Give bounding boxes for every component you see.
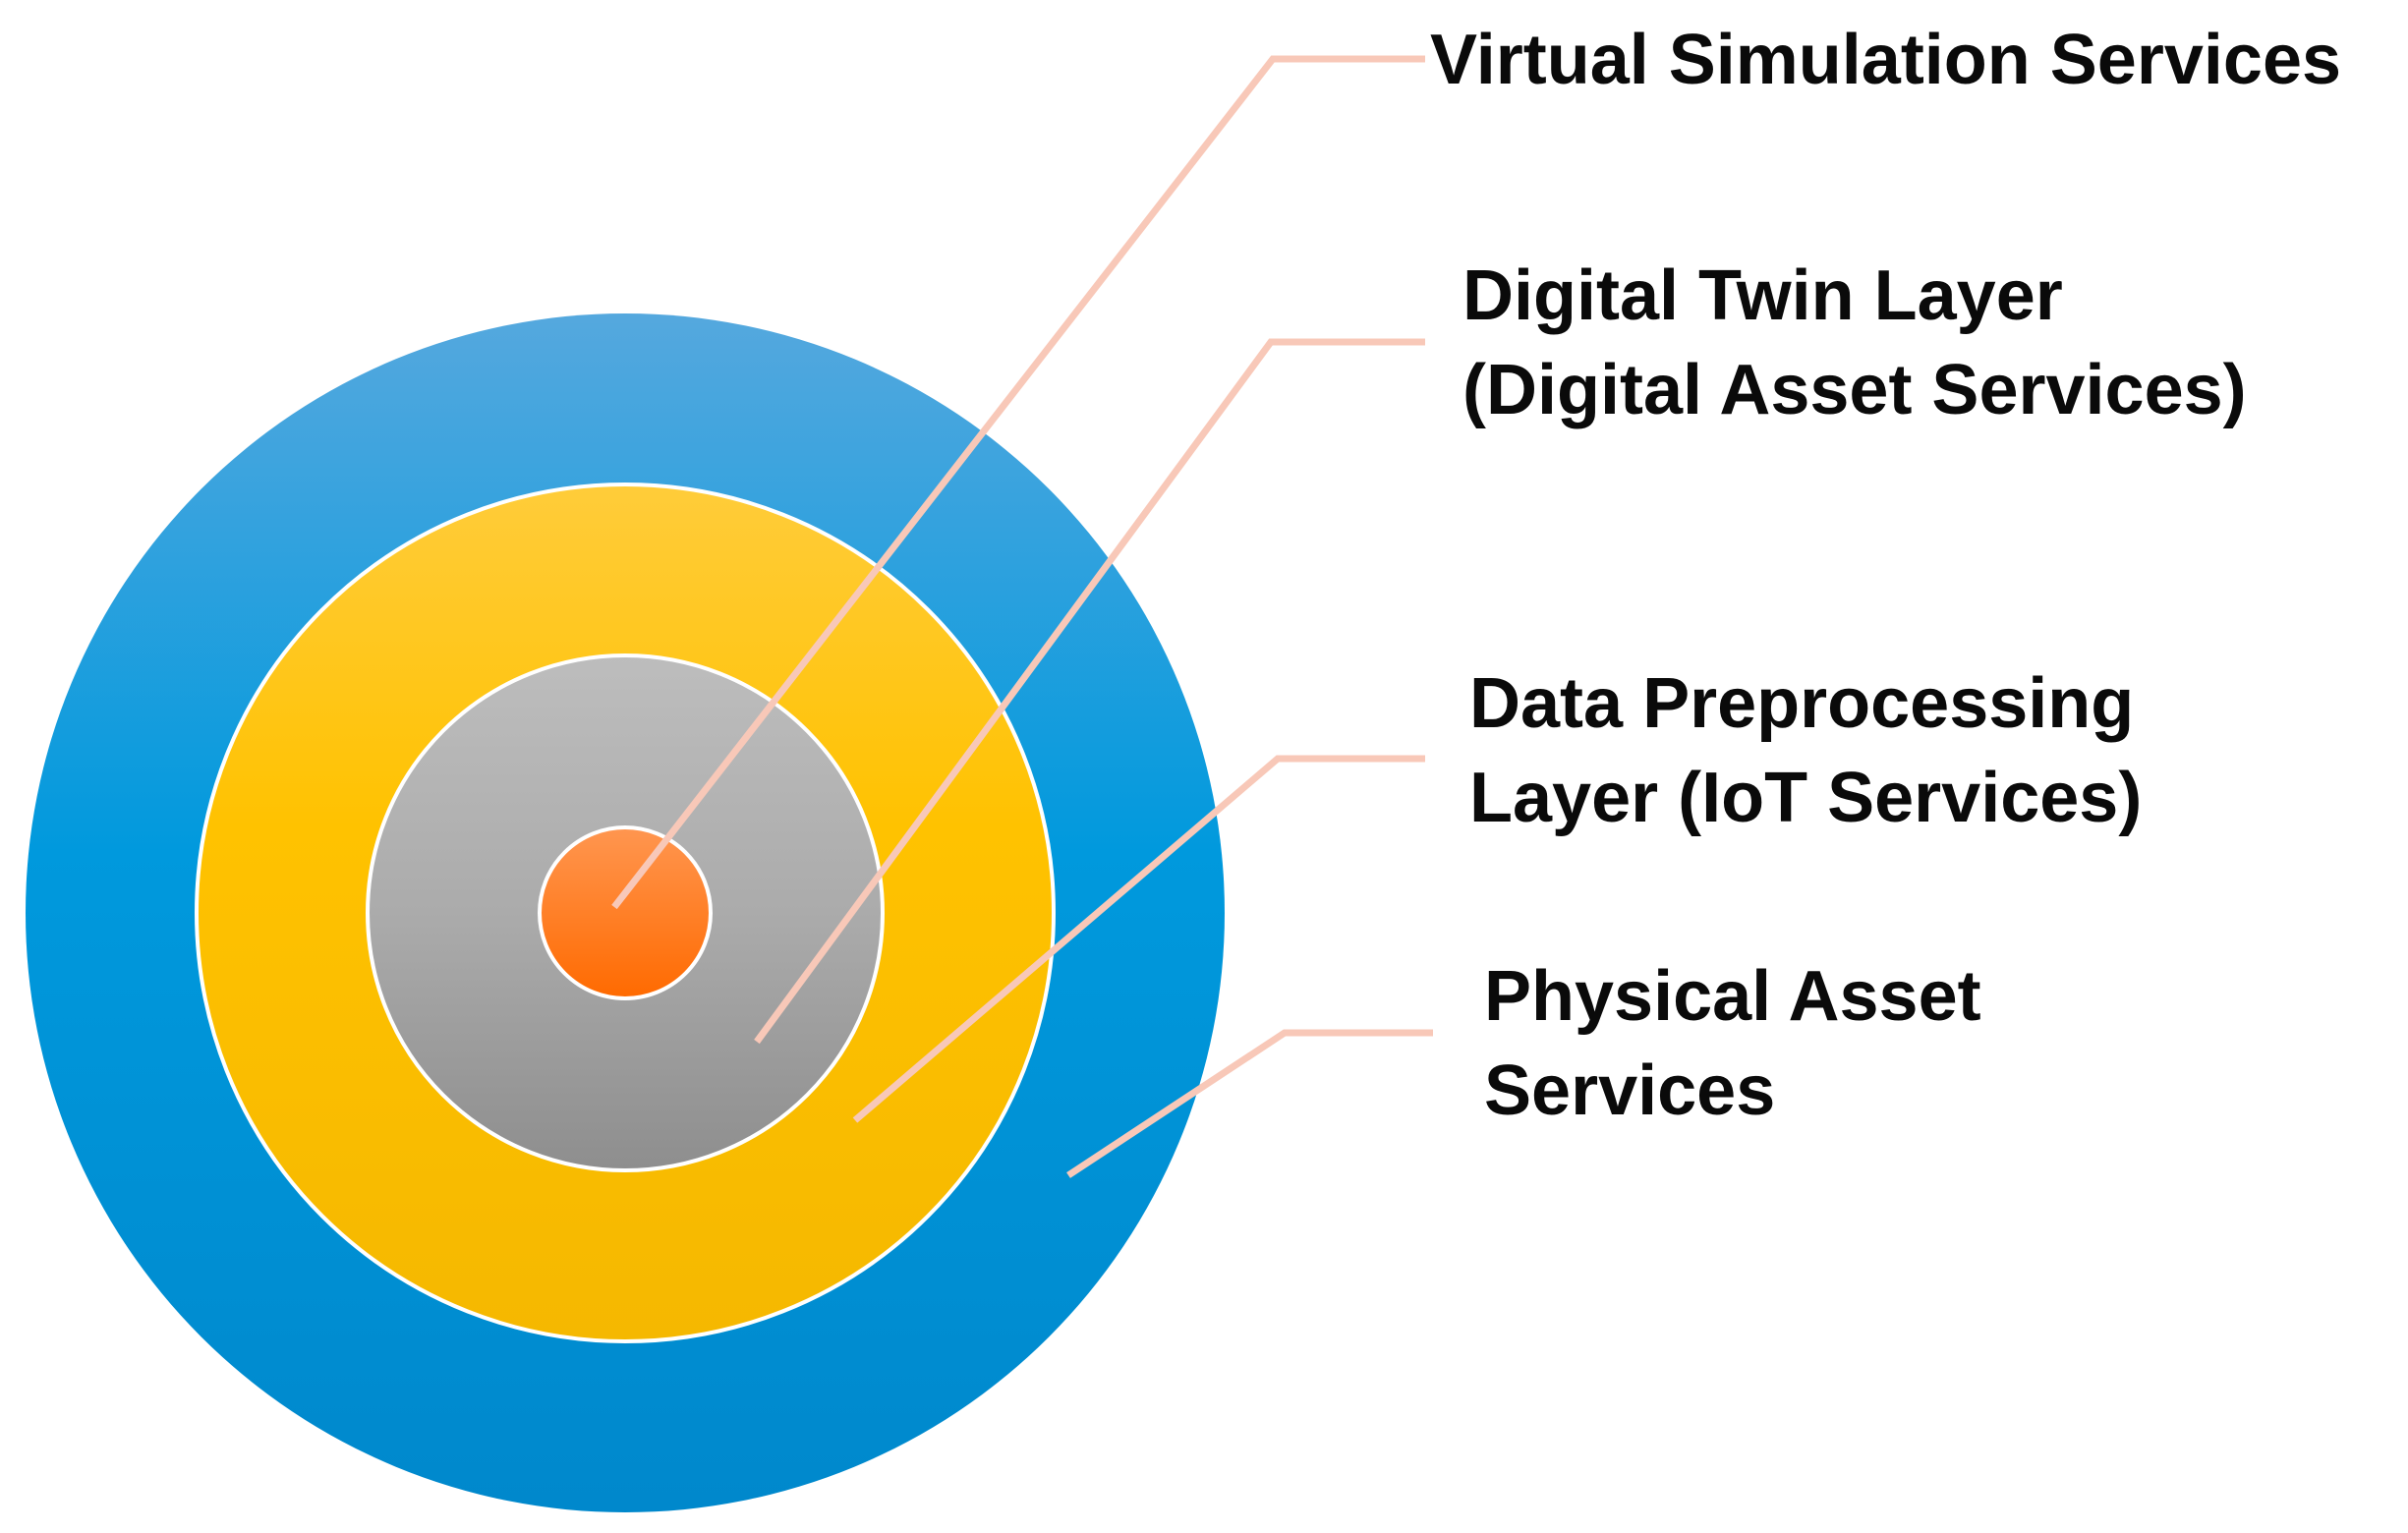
leader-lines	[611, 55, 1433, 1178]
leader-line-virtual-simulation	[611, 55, 1425, 910]
label-data-preprocessing-layer: Data Preprocessing Layer (IoT Services)	[1469, 664, 2153, 837]
label-virtual-simulation-services: Virtual Simulation Services	[1430, 21, 2341, 99]
leader-line-physical-asset	[1066, 1029, 1433, 1178]
leader-line-data-preprocessing	[852, 755, 1425, 1123]
leader-line-digital-twin	[754, 338, 1425, 1045]
label-physical-asset-services: Physical Asset Services	[1484, 957, 2001, 1130]
label-digital-twin-layer: Digital Twin Layer (Digital Asset Servic…	[1462, 256, 2247, 429]
ring-virtual-simulation-services	[538, 825, 713, 1000]
layer-labels: Virtual Simulation Services Digital Twin…	[1430, 21, 2341, 1130]
concentric-rings	[26, 313, 1225, 1512]
